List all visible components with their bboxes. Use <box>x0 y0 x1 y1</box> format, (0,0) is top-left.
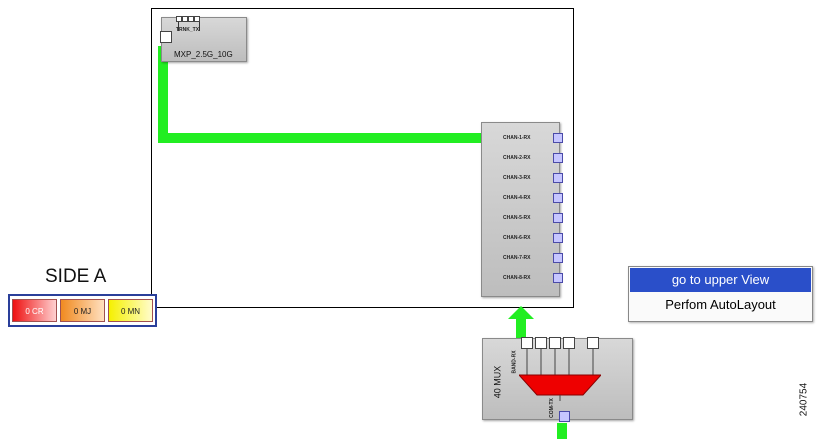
mxp-trunk-port[interactable] <box>160 31 172 43</box>
demux-port-8[interactable] <box>553 273 563 283</box>
demux-port-4[interactable] <box>553 193 563 203</box>
link-horizontal[interactable] <box>158 133 481 143</box>
figure-id-text: 240754 <box>798 382 810 417</box>
mux-com-label: COM-TX <box>548 398 555 418</box>
alarm-summary[interactable]: 0 CR 0 MJ 0 MN <box>8 294 157 327</box>
demux-port-label-2: CHAN-2-RX <box>503 155 531 161</box>
side-title: SIDE A <box>45 266 107 287</box>
figure-id: 240754 <box>797 376 811 426</box>
menu-item-go-to-upper-view[interactable]: go to upper View <box>630 268 811 292</box>
mux-top-port-4[interactable] <box>563 337 575 349</box>
mxp-top-port-4[interactable] <box>194 16 200 22</box>
alarm-critical[interactable]: 0 CR <box>12 299 57 322</box>
demux-port-label-7: CHAN-7-RX <box>503 255 531 261</box>
alarm-minor[interactable]: 0 MN <box>108 299 153 322</box>
demux-port-label-4: CHAN-4-RX <box>503 195 531 201</box>
mxp-top-port-3[interactable] <box>188 16 194 22</box>
demux-port-2[interactable] <box>553 153 563 163</box>
mux-top-port-3[interactable] <box>549 337 561 349</box>
mxp-top-port-2[interactable] <box>182 16 188 22</box>
mxp-port-stems <box>178 22 200 31</box>
demux-port-label-3: CHAN-3-RX <box>503 175 531 181</box>
demux-port-6[interactable] <box>553 233 563 243</box>
up-arrow-icon <box>508 306 534 340</box>
mxp-card[interactable]: TRNK_TX MXP_2.5G_10G <box>160 16 247 62</box>
link-mux-out[interactable] <box>557 423 567 439</box>
demux-port-label-8: CHAN-8-RX <box>503 275 531 281</box>
menu-item-perform-autolayout[interactable]: Perfom AutoLayout <box>665 297 776 312</box>
demux-port-label-6: CHAN-6-RX <box>503 235 531 241</box>
link-vertical[interactable] <box>158 46 168 142</box>
mux-top-port-1[interactable] <box>521 337 533 349</box>
demux-port-1[interactable] <box>553 133 563 143</box>
mux-trapezoid-icon <box>519 349 601 401</box>
mux-band-label: BAND-RX <box>511 350 518 374</box>
mxp-card-name: MXP_2.5G_10G <box>174 50 233 59</box>
mux-card-name: 40 MUX <box>492 365 503 399</box>
demux-port-3[interactable] <box>553 173 563 183</box>
mux-top-port-5[interactable] <box>587 337 599 349</box>
mux-top-port-2[interactable] <box>535 337 547 349</box>
demux-port-label-1: CHAN-1-RX <box>503 135 531 141</box>
demux-card[interactable]: CHAN-1-RX CHAN-2-RX CHAN-3-RX CHAN-4-RX … <box>481 122 563 297</box>
alarm-major[interactable]: 0 MJ <box>60 299 105 322</box>
mux-card[interactable]: 40 MUX BAND-RX COM-TX <box>482 337 633 422</box>
mux-com-port[interactable] <box>559 411 570 422</box>
mxp-port-label: TRNK_TX <box>176 27 200 33</box>
context-menu: go to upper View Perfom AutoLayout <box>628 266 813 322</box>
demux-port-label-5: CHAN-5-RX <box>503 215 531 221</box>
demux-port-5[interactable] <box>553 213 563 223</box>
demux-port-7[interactable] <box>553 253 563 263</box>
mxp-top-port-1[interactable] <box>176 16 182 22</box>
